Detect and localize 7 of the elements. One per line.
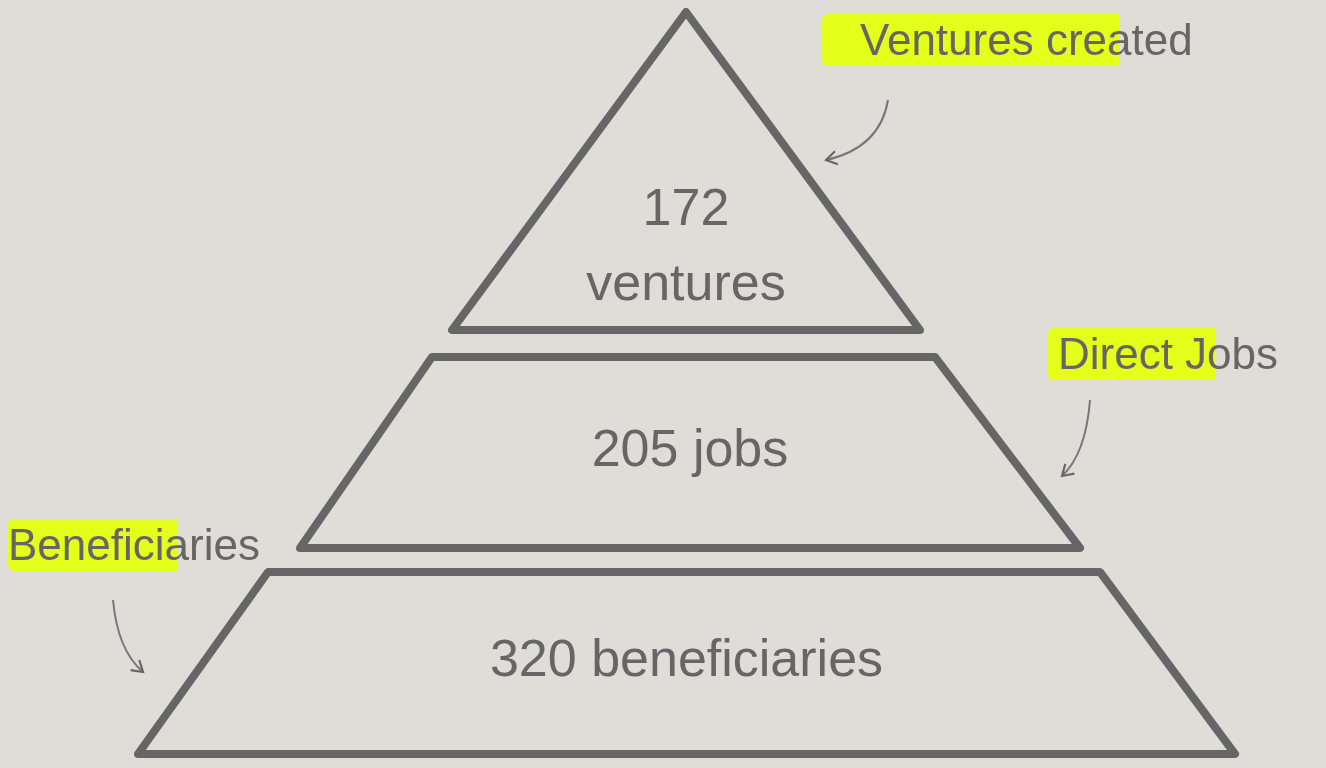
- curved-arrow: [112, 599, 145, 674]
- curved-arrow: [824, 99, 889, 165]
- pyramid-tier-trapezoid: [134, 568, 1239, 758]
- tier-value: 172 ventures: [585, 177, 787, 313]
- tier-value: 320 beneficiaries: [488, 628, 885, 689]
- tier-value: 205 jobs: [590, 418, 790, 479]
- curved-arrow: [1060, 399, 1091, 478]
